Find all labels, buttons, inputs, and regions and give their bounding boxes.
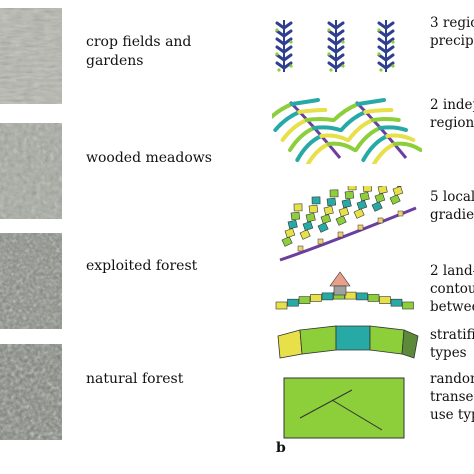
pine-tree bbox=[377, 20, 395, 72]
fern-fronds-glyph bbox=[272, 94, 422, 164]
pine-tree bbox=[327, 20, 345, 72]
design-6-line: random bbox=[430, 371, 474, 387]
fern-frond bbox=[272, 98, 357, 164]
stratified-segments bbox=[277, 325, 419, 359]
branching-gradient bbox=[279, 186, 417, 262]
design-5-description: stratifi types bbox=[430, 326, 474, 362]
pine-tree bbox=[275, 20, 293, 72]
exploited-forest-photo bbox=[0, 233, 62, 329]
design-1-line: 3 regio bbox=[430, 15, 474, 31]
design-4-description: 2 land- contou betwee bbox=[430, 262, 474, 316]
design-4-line: betwee bbox=[430, 299, 474, 315]
crop-fields-photo bbox=[0, 8, 62, 104]
design-6-line: use typ bbox=[430, 407, 474, 423]
hut-roof-icon bbox=[329, 271, 351, 287]
design-3-description: 5 local gradie bbox=[430, 188, 474, 224]
hut-body-icon bbox=[333, 285, 347, 296]
design-1-line: precipo bbox=[430, 33, 474, 49]
design-3-line: gradie bbox=[430, 207, 474, 223]
crop-fields-label: crop fields and gardens bbox=[86, 34, 192, 69]
design-2-line: regiona bbox=[430, 115, 474, 131]
design-3-line: 5 local bbox=[430, 189, 474, 205]
wooded-meadows-label: wooded meadows bbox=[86, 150, 212, 166]
design-6-line: transe bbox=[430, 389, 474, 405]
pine-trees-glyph bbox=[270, 16, 420, 76]
exploited-forest-label: exploited forest bbox=[86, 258, 198, 274]
stratified-segments-glyph bbox=[270, 322, 422, 362]
random-transect-glyph bbox=[282, 376, 406, 440]
design-4-line: contou bbox=[430, 281, 474, 297]
transect-line bbox=[299, 389, 353, 419]
random-transect-area bbox=[283, 377, 405, 439]
design-6-description: random transe use typ bbox=[430, 370, 474, 424]
design-2-line: 2 indep bbox=[430, 97, 474, 113]
design-5-line: types bbox=[430, 345, 467, 361]
design-1-description: 3 regio precipo bbox=[430, 14, 474, 50]
fern-frond bbox=[332, 98, 422, 164]
branching-gradient-glyph bbox=[272, 186, 422, 266]
design-5-line: stratifi bbox=[430, 327, 474, 343]
design-2-description: 2 indep regiona bbox=[430, 96, 474, 132]
design-4-line: 2 land- bbox=[430, 263, 474, 279]
wooded-meadow-photo bbox=[0, 123, 62, 219]
panel-b-label: b bbox=[276, 440, 286, 456]
natural-forest-photo bbox=[0, 344, 62, 440]
contour-transect bbox=[275, 271, 414, 310]
contour-transect-glyph bbox=[270, 270, 422, 316]
natural-forest-label: natural forest bbox=[86, 371, 184, 387]
transect-line bbox=[331, 399, 383, 431]
